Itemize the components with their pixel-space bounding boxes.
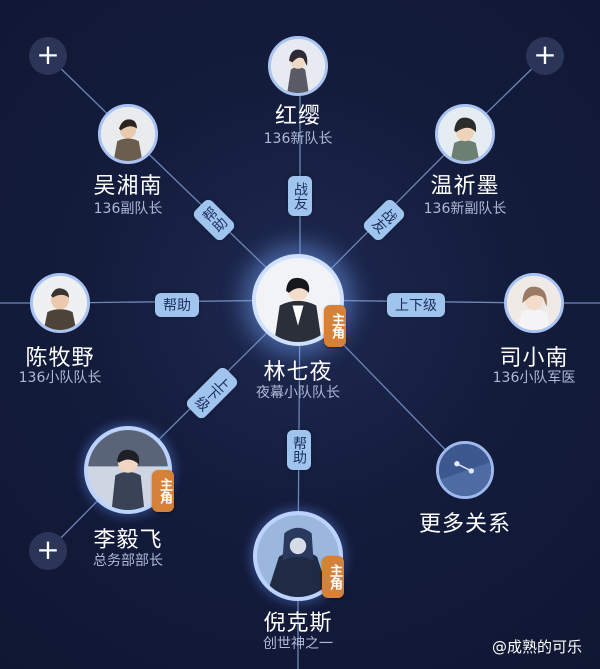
node-name-hongying: 红缨	[274, 104, 322, 129]
node-name-wu-xiangnan: 吴湘南	[93, 174, 163, 199]
node-subtitle-wen-qimo: 136新副队长	[423, 201, 507, 217]
avatar-wen-qimo[interactable]	[435, 104, 495, 164]
node-subtitle-wu-xiangnan: 136副队长	[93, 201, 163, 217]
node-subtitle-li-yifei: 总务部部长	[93, 553, 163, 569]
node-subtitle-ni-kesi: 创世神之一	[263, 636, 333, 652]
node-name-more[interactable]: 更多关系	[418, 512, 512, 537]
relation-label-chen: 帮助	[155, 293, 199, 317]
node-subtitle-chen-muye: 136小队队长	[18, 370, 102, 386]
protagonist-badge-li-yifei: 主角	[152, 470, 174, 512]
more-relations-button[interactable]	[436, 441, 494, 499]
character-portrait-icon	[271, 39, 325, 93]
character-portrait-icon	[33, 276, 87, 330]
node-subtitle-hongying: 136新队长	[263, 131, 333, 147]
protagonist-badge-lin-qiye: 主角	[324, 305, 346, 347]
center-subtitle: 夜幕小队队长	[256, 385, 340, 401]
relation-label-ni: 帮助	[287, 430, 311, 470]
watermark: @成熟的可乐	[491, 638, 582, 656]
add-relation-button-top-left[interactable]: +	[29, 37, 67, 75]
avatar-hongying[interactable]	[268, 36, 328, 96]
add-relation-button-top-right[interactable]: +	[526, 37, 564, 75]
avatar-chen-muye[interactable]	[30, 273, 90, 333]
character-portrait-icon	[507, 276, 561, 330]
add-relation-button-bottom-left[interactable]: +	[29, 532, 67, 570]
center-name: 林七夜	[263, 360, 333, 385]
protagonist-badge-ni-kesi: 主角	[322, 556, 344, 598]
character-portrait-icon	[438, 107, 492, 161]
node-name-wen-qimo: 温祈墨	[430, 174, 500, 199]
node-name-ni-kesi: 倪克斯	[263, 611, 333, 636]
avatar-wu-xiangnan[interactable]	[98, 104, 158, 164]
relation-label-si: 上下级	[387, 293, 445, 317]
node-name-chen-muye: 陈牧野	[25, 346, 95, 371]
node-name-li-yifei: 李毅飞	[93, 528, 163, 553]
character-portrait-icon	[101, 107, 155, 161]
avatar-si-xiaonan[interactable]	[504, 273, 564, 333]
avatar-li-yifei[interactable]	[84, 426, 172, 514]
relation-label-hongying: 战友	[288, 176, 312, 216]
node-subtitle-si-xiaonan: 136小队军医	[492, 370, 576, 386]
network-icon	[439, 444, 491, 496]
node-name-si-xiaonan: 司小南	[499, 346, 569, 371]
